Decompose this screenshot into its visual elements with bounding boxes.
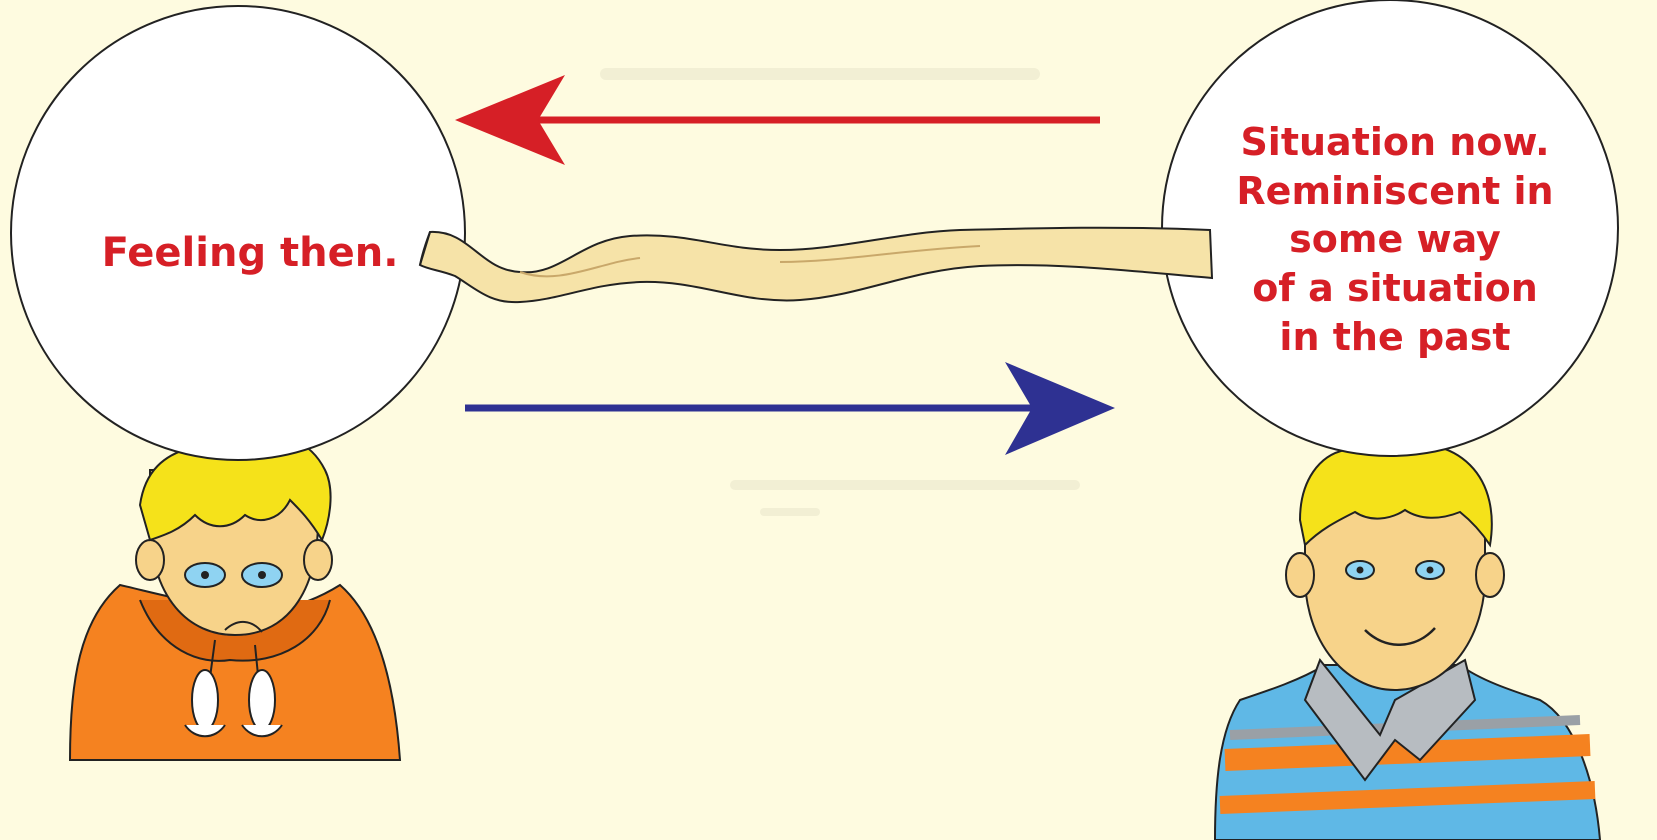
- back-arrow: [455, 75, 1100, 165]
- feeling-bubble-line: Feeling then.: [40, 228, 460, 279]
- forward-arrow: [465, 362, 1115, 455]
- situation-bubble-line-1: Situation now.: [1170, 118, 1620, 167]
- situation-bubble-line-2: Reminiscent in: [1170, 167, 1620, 216]
- situation-bubble-line-3: some way: [1170, 215, 1620, 264]
- rope-bridge-icon: [420, 228, 1212, 302]
- sad-child-icon: [70, 432, 400, 760]
- situation-bubble-line-5: in the past: [1170, 313, 1620, 362]
- feeling-bubble-text: Feeling then.: [40, 228, 460, 279]
- situation-bubble-text: Situation now. Reminiscent in some way o…: [1170, 118, 1620, 361]
- smiling-child-icon: [1215, 442, 1600, 840]
- situation-bubble-line-4: of a situation: [1170, 264, 1620, 313]
